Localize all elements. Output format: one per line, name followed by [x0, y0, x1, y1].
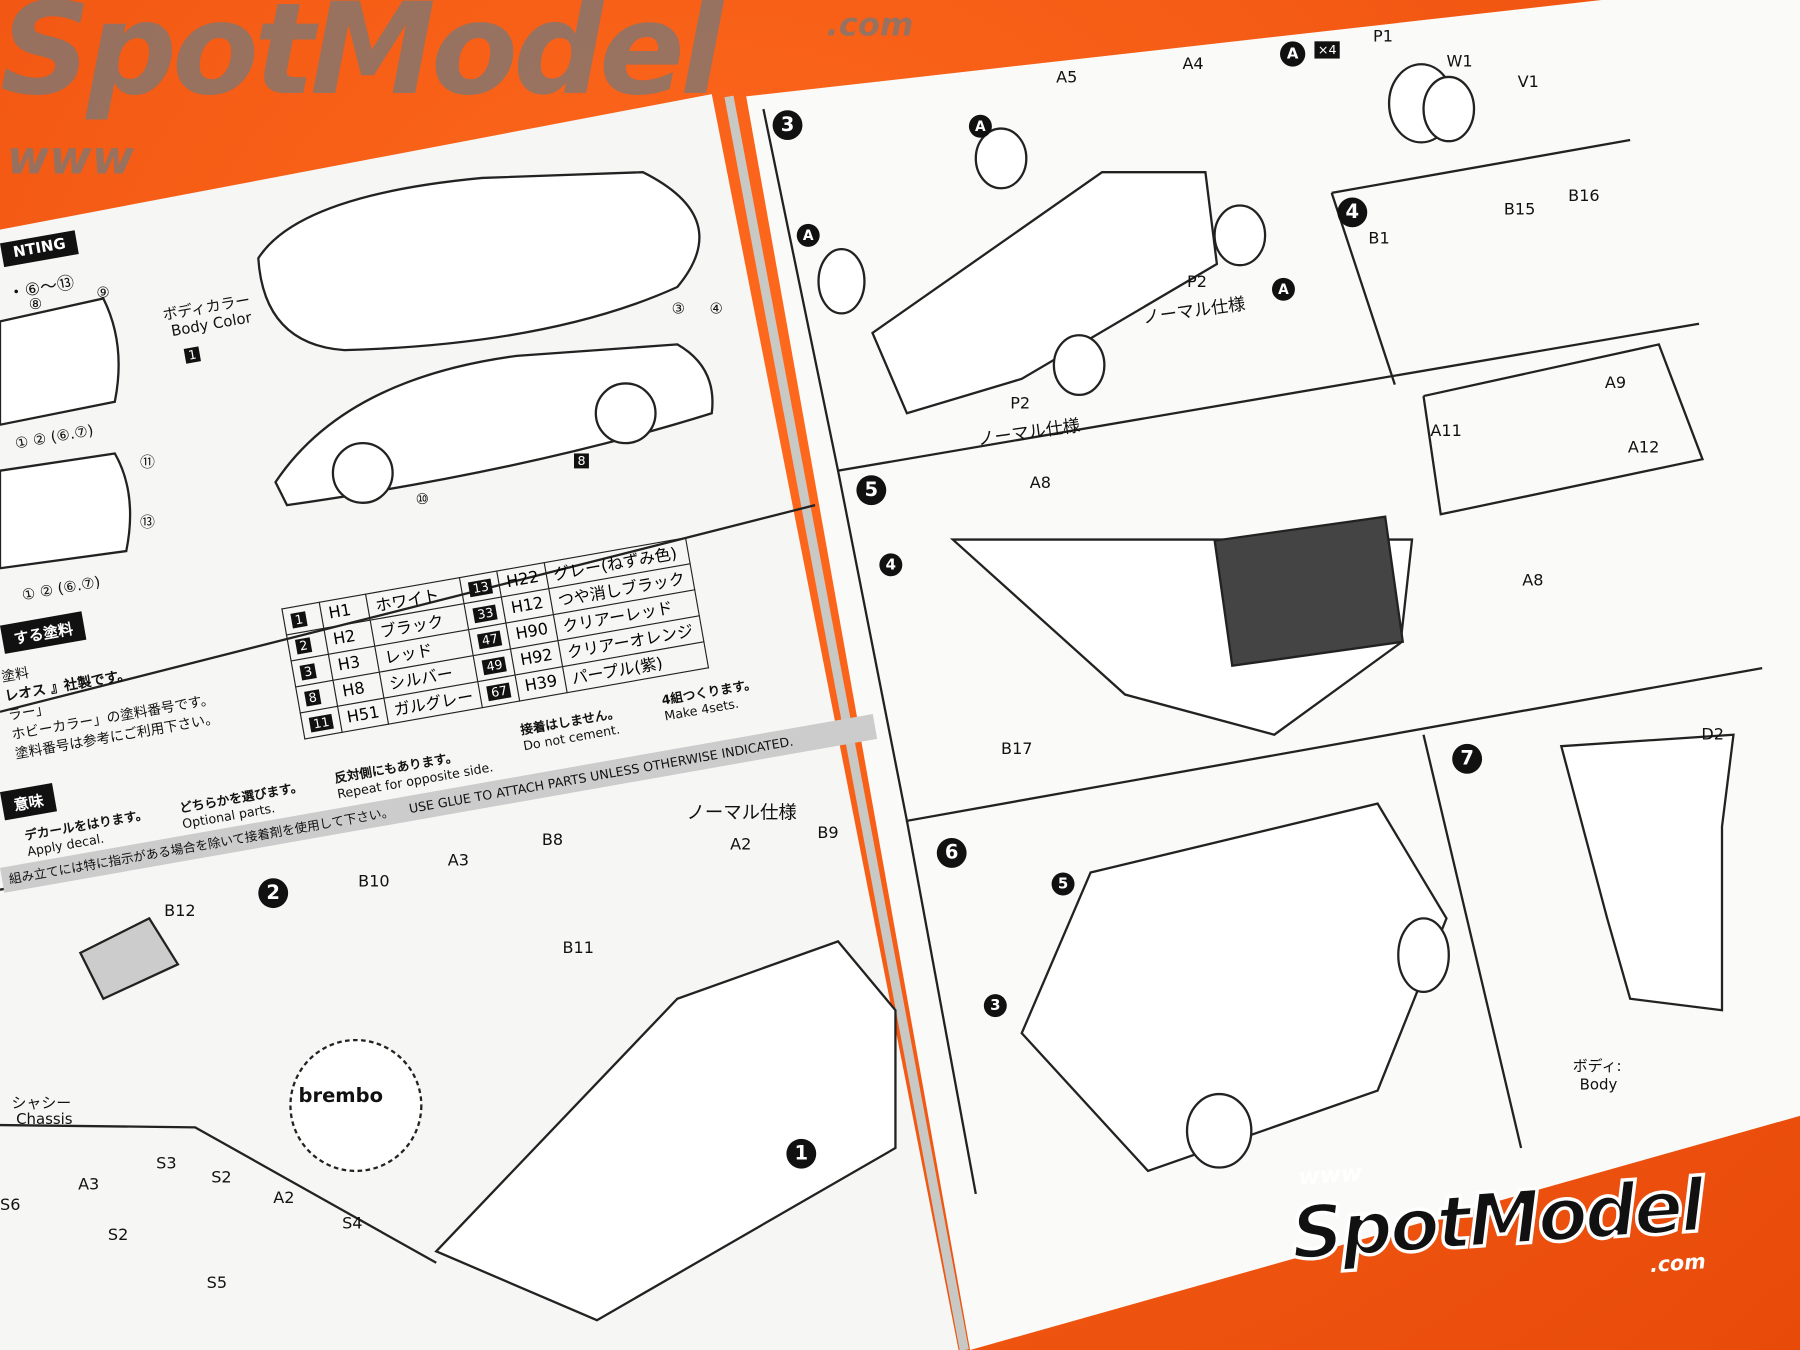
- step-3-number: 3: [772, 110, 803, 141]
- watermark-com: .com: [826, 5, 914, 44]
- callout: ⑩: [415, 491, 429, 509]
- chassis-label-jp: シャシー: [11, 1095, 72, 1113]
- callout: ③: [671, 300, 685, 318]
- part-label: A12: [1627, 438, 1660, 457]
- part-label: A9: [1604, 374, 1627, 393]
- part-label: W1: [1446, 52, 1473, 72]
- step-ref: 5: [1051, 872, 1075, 896]
- part-label: S2: [107, 1226, 129, 1245]
- part-label: A8: [1522, 571, 1544, 591]
- paint-num: 11: [308, 713, 334, 733]
- part-label: A8: [1029, 474, 1051, 493]
- chassis-label-en: Chassis: [16, 1111, 73, 1129]
- logo-com: .com: [1649, 1249, 1707, 1278]
- part-label: S5: [206, 1274, 228, 1293]
- part-label: B12: [164, 902, 196, 921]
- paint-num: 49: [482, 656, 508, 676]
- step-ref: 3: [983, 994, 1007, 1018]
- part-label: B8: [541, 831, 564, 850]
- paint-num: 67: [486, 682, 512, 702]
- part-label: S2: [211, 1168, 232, 1188]
- step-7-number: 7: [1452, 743, 1483, 774]
- watermark-brand: SpotModel: [0, 0, 723, 123]
- step-6-number: 6: [936, 838, 967, 868]
- part-label: A3: [447, 851, 469, 871]
- step-2-number: 2: [258, 878, 289, 909]
- body-label-jp: ボディ:: [1572, 1058, 1622, 1076]
- part-label: A5: [1056, 68, 1078, 88]
- part-label: B9: [817, 824, 839, 843]
- step-ref: 4: [879, 553, 903, 577]
- part-label: A4: [1182, 55, 1204, 74]
- paint-num: 47: [477, 630, 503, 650]
- paint-num: 8: [304, 689, 322, 707]
- step-2-variant: ノーマル仕様: [686, 801, 797, 824]
- part-label: P1: [1373, 27, 1393, 46]
- part-a-callout: A: [968, 114, 992, 138]
- part-label: D2: [1701, 725, 1724, 744]
- paint-num: 13: [468, 578, 494, 598]
- callout: ⑧: [28, 296, 43, 314]
- paint-num: 33: [472, 604, 499, 624]
- part-label: V1: [1517, 73, 1539, 92]
- paint-num: 2: [294, 637, 313, 655]
- part-label: A11: [1430, 422, 1462, 441]
- part-label: S4: [342, 1214, 363, 1233]
- callout: ⑪: [140, 454, 155, 472]
- callout: ⑨: [96, 284, 110, 302]
- callout: ⑬: [140, 514, 155, 532]
- part-label: S6: [0, 1196, 21, 1215]
- callout: 8: [574, 453, 589, 469]
- part-label: B11: [562, 939, 595, 958]
- step-4-number: 4: [1337, 197, 1368, 228]
- brembo-logo: brembo: [298, 1084, 384, 1108]
- body-color-code: 1: [183, 346, 201, 364]
- step-callout: 1: [786, 1138, 817, 1169]
- part-a-callout: A: [1271, 277, 1295, 301]
- part-label: B15: [1503, 200, 1536, 220]
- watermark-www: www: [6, 132, 135, 185]
- logo-www: www: [1297, 1158, 1363, 1191]
- step-5-number: 5: [856, 475, 887, 506]
- callout: ④: [709, 300, 723, 318]
- paint-num: 1: [290, 611, 308, 629]
- part-a-callout: A: [796, 223, 820, 247]
- part-label: B1: [1368, 229, 1390, 248]
- part-label: S3: [156, 1154, 177, 1174]
- part-label: B17: [1001, 740, 1033, 759]
- part-label: B10: [358, 872, 390, 891]
- x4-badge: ×4: [1314, 41, 1340, 59]
- p2-label: P2: [1187, 273, 1207, 292]
- part-label: A2: [730, 835, 752, 855]
- part-label: A2: [273, 1189, 295, 1208]
- car-drawings: [0, 63, 1735, 1322]
- part-label: A3: [78, 1175, 100, 1194]
- paint-num: 3: [299, 663, 317, 681]
- part-a-callout: A: [1280, 41, 1306, 67]
- p2-label: P2: [1010, 394, 1031, 414]
- part-label: B16: [1568, 187, 1600, 206]
- body-label-en: Body: [1579, 1076, 1618, 1095]
